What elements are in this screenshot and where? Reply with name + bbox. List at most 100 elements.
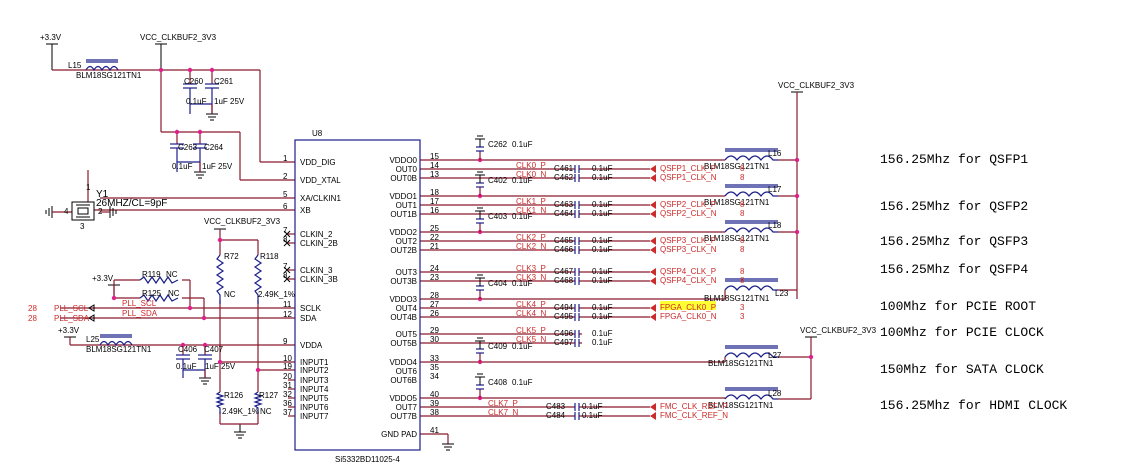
cap-value: 0.1uF — [592, 236, 613, 245]
cap-c407-val: 1uF 25V — [205, 362, 236, 371]
vdd-cap-ref: C404 — [488, 279, 508, 288]
chip-pin-name: OUT3B — [390, 277, 417, 286]
cap-value: 0.1uF — [592, 164, 613, 173]
bead-part: BLM18SG121TN1 — [708, 401, 774, 410]
chip-pin-name: INPUT4 — [300, 385, 329, 394]
vdd-cap-val: 0.1uF — [512, 212, 533, 221]
cap-ref: C465 — [554, 236, 574, 245]
chip-pin-num: 41 — [430, 426, 439, 435]
i2c-scl-int: PLL_SCL — [122, 299, 157, 308]
chip-pin-num: 6 — [283, 202, 288, 211]
vdd-cap-ref: C409 — [488, 342, 508, 351]
chip-pin-name: INPUT1 — [300, 358, 329, 367]
vdd-cap-val: 0.1uF — [512, 342, 533, 351]
cap-value: 0.1uF — [592, 276, 613, 285]
frequency-note: 150Mhz for SATA CLOCK — [880, 362, 1044, 377]
chip-pin-name: VDDO4 — [389, 358, 417, 367]
cap-c261-val: 1uF 25V — [214, 97, 245, 106]
output-label: FMC_CLK_REF_N — [660, 411, 728, 420]
frequency-note: 156.25Mhz for QSFP3 — [880, 234, 1028, 249]
cap-c261-ref: C261 — [214, 77, 234, 86]
vdd-cap-val: 0.1uF — [512, 176, 533, 185]
bead-part: BLM18SG121TN1 — [708, 359, 774, 368]
crystal-y1 — [71, 201, 95, 221]
bead-part: BLM18SG121TN1 — [704, 234, 770, 243]
chip-pin-num: 32 — [283, 390, 292, 399]
chip-pin-name: OUT5B — [390, 339, 417, 348]
sheet-ref: 8 — [740, 209, 745, 218]
cap-c263-ref: C263 — [178, 143, 198, 152]
cap-value: 0.1uF — [582, 402, 603, 411]
chip-pin-name: OUT0 — [396, 165, 418, 174]
output-label: QSFP4_CLK_N — [660, 276, 717, 285]
chip-pin-name: OUT1B — [390, 210, 417, 219]
rail-3v3c-label: +3.3V — [58, 326, 80, 335]
i2c-flags — [88, 304, 95, 322]
cap-c407-ref: C407 — [204, 345, 224, 354]
chip-pin-num: 23 — [430, 273, 439, 282]
chip-pin-num: 30 — [430, 335, 439, 344]
bead-l25-part: BLM18SG121TN1 — [86, 345, 152, 354]
chip-pin-name: VDDO2 — [389, 228, 417, 237]
vdd-cap-val: 0.1uF — [512, 140, 533, 149]
output-label: FPGA_CLK0_N — [660, 312, 717, 321]
chip-pin-name: OUT2 — [396, 237, 418, 246]
chip-pin-num: 19 — [283, 362, 292, 371]
resistor-symbols — [139, 254, 263, 414]
chip-pin-num: 7 — [283, 262, 288, 271]
rail-3v3-label: +3.3V — [40, 33, 62, 42]
chip-pin-num: 13 — [430, 170, 439, 179]
chip-pin-name: VDD_XTAL — [300, 176, 341, 185]
cap-c260-val: 0.1uF — [186, 97, 207, 106]
crystal-pin2: 2 — [98, 207, 103, 216]
net-label: CLK7_P — [488, 399, 518, 408]
vdd-cap-ref: C262 — [488, 140, 508, 149]
frequency-note: 156.25Mhz for QSFP4 — [880, 262, 1028, 277]
bead-ref: L16 — [768, 149, 782, 158]
chip-ref: U8 — [312, 129, 323, 138]
rail-vcc-right-top-label: VCC_CLKBUF2_3V3 — [778, 81, 855, 90]
output-label: FMC_CLK_REF_P — [660, 402, 728, 411]
i2c-sda-ext: PLL_SDA — [54, 314, 90, 323]
chip-pin-num: 11 — [283, 300, 292, 309]
chip-pin-name: OUT6 — [396, 367, 418, 376]
chip-pin-num: 9 — [283, 337, 288, 346]
sheet-ref: 8 — [740, 267, 745, 276]
cap-c264-val: 1uF 25V — [202, 162, 233, 171]
chip-left-pins: VDD_DIG1VDD_XTAL2XA/CLKIN15XB6CLKIN_27CL… — [283, 154, 341, 421]
bead-l15-ref: L15 — [68, 61, 82, 70]
chip-pin-name: XA/CLKIN1 — [300, 194, 341, 203]
bead-ref: L18 — [768, 221, 782, 230]
res-r72-ref: R72 — [224, 252, 239, 261]
caps-left-symbols — [170, 83, 219, 378]
sheet-scl: 28 — [28, 304, 37, 313]
chip-pin-num: 14 — [430, 161, 439, 170]
chip-pin-num: 26 — [430, 309, 439, 318]
output-label: QSFP3_CLK_N — [660, 245, 717, 254]
cap-c406-val: 0.1uF — [176, 362, 197, 371]
chip-pin-name: OUT3 — [396, 268, 418, 277]
net-label: CLK0_P — [516, 161, 546, 170]
chip-pin-num: 21 — [430, 242, 439, 251]
bead-ref: L23 — [775, 289, 789, 298]
chip-pin-name: INPUT7 — [300, 412, 329, 421]
chip-pin-name: OUT0B — [390, 174, 417, 183]
chip-pin-num: 24 — [430, 264, 439, 273]
cap-value: 0.1uF — [582, 411, 603, 420]
net-label: CLK3_N — [516, 273, 546, 282]
sheet-ref: 8 — [740, 276, 745, 285]
chip-pin-name: OUT1 — [396, 201, 418, 210]
res-r125-val: NC — [168, 289, 180, 298]
sheet-ref: 3 — [740, 303, 745, 312]
frequency-note: 156.25Mhz for QSFP2 — [880, 199, 1028, 214]
beads-right: L16BLM18SG121TN1L17BLM18SG121TN1L18BLM18… — [704, 148, 789, 410]
net-label: CLK2_N — [516, 242, 546, 251]
sheet-ref: 8 — [740, 173, 745, 182]
cap-value: 0.1uF — [592, 312, 613, 321]
bead-part: BLM18SG121TN1 — [704, 162, 770, 171]
chip-pin-name: SCLK — [300, 304, 322, 313]
chip-pin-num: 37 — [283, 408, 292, 417]
chip-pin-num: 8 — [283, 235, 288, 244]
